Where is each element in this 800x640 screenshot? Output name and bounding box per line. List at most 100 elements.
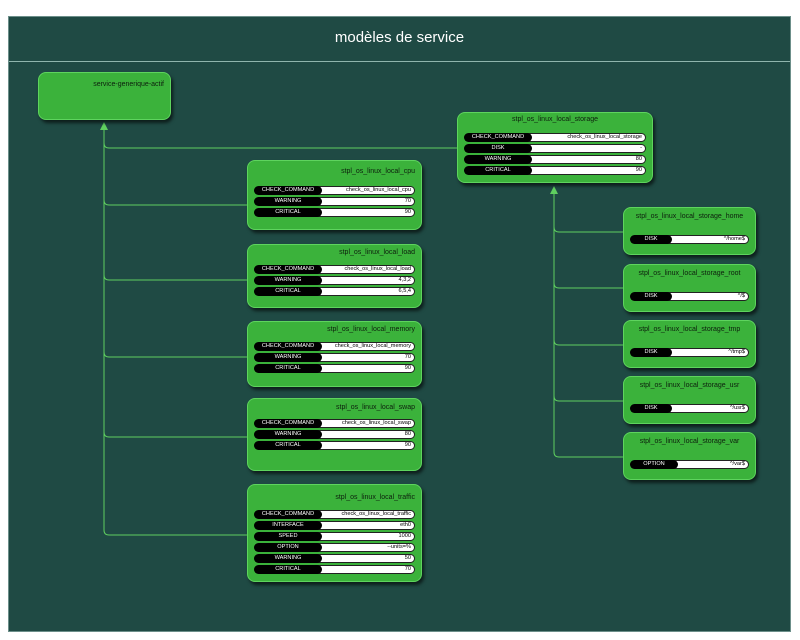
param-key: WARNING xyxy=(254,197,322,206)
param-value: check_os_linux_local_load xyxy=(314,265,415,274)
param-key: DISK xyxy=(630,235,672,244)
node-storage-usr[interactable]: stpl_os_linux_local_storage_usr ^/usr$DI… xyxy=(623,376,756,424)
node-memory[interactable]: stpl_os_linux_local_memory check_os_linu… xyxy=(247,321,422,387)
param-key: CHECK_COMMAND xyxy=(254,510,322,519)
param-value: eth0 xyxy=(314,521,415,530)
param-key: WARNING xyxy=(254,276,322,285)
param-key: CHECK_COMMAND xyxy=(254,265,322,274)
node-title: stpl_os_linux_local_load xyxy=(339,249,415,256)
param-value: check_os_linux_local_memory xyxy=(314,342,415,351)
page-title: modèles de service xyxy=(334,29,465,46)
node-load[interactable]: stpl_os_linux_local_load check_os_linux_… xyxy=(247,244,422,308)
param-key: WARNING xyxy=(254,353,322,362)
param-key: DISK xyxy=(630,404,672,413)
param-value: - xyxy=(524,144,646,153)
param-row: ^/var$OPTION xyxy=(630,460,749,469)
node-cpu[interactable]: stpl_os_linux_local_cpu check_os_linux_l… xyxy=(247,160,422,230)
param-key: CRITICAL xyxy=(254,441,322,450)
param-value: ^/usr$ xyxy=(664,404,749,413)
node-title: stpl_os_linux_local_cpu xyxy=(341,168,415,175)
node-storage-root[interactable]: stpl_os_linux_local_storage_root ^/$DISK xyxy=(623,264,756,312)
param-key: OPTION xyxy=(630,460,678,469)
param-value: 1000 xyxy=(314,532,415,541)
node-title: stpl_os_linux_local_memory xyxy=(327,326,415,333)
node-title: stpl_os_linux_local_storage_root xyxy=(638,270,741,277)
param-key: CRITICAL xyxy=(254,287,322,296)
param-value: check_os_linux_local_swap xyxy=(314,419,415,428)
param-value: 90 xyxy=(524,166,646,175)
node-title: service-generique-actif xyxy=(93,81,164,88)
node-title: stpl_os_linux_local_storage_var xyxy=(639,438,740,445)
node-title: stpl_os_linux_local_swap xyxy=(336,404,415,411)
param-row: --units=%OPTION xyxy=(254,543,415,552)
param-key: SPEED xyxy=(254,532,322,541)
param-key: CHECK_COMMAND xyxy=(254,186,322,195)
param-value: 80 xyxy=(524,155,646,164)
param-key: CRITICAL xyxy=(254,208,322,217)
param-row: ^/home$DISK xyxy=(630,235,749,244)
param-key: DISK xyxy=(630,292,672,301)
param-value: 90 xyxy=(314,441,415,450)
node-swap[interactable]: stpl_os_linux_local_swap check_os_linux_… xyxy=(247,398,422,471)
node-storage-tmp[interactable]: stpl_os_linux_local_storage_tmp ^/tmp$DI… xyxy=(623,320,756,368)
param-key: WARNING xyxy=(254,430,322,439)
param-row: ^/$DISK xyxy=(630,292,749,301)
node-storage-var[interactable]: stpl_os_linux_local_storage_var ^/var$OP… xyxy=(623,432,756,480)
param-value: check_os_linux_local_traffic xyxy=(314,510,415,519)
node-service-generique-actif[interactable]: service-generique-actif xyxy=(38,72,171,120)
param-key: CRITICAL xyxy=(254,565,322,574)
param-key: CHECK_COMMAND xyxy=(254,419,322,428)
node-title: stpl_os_linux_local_storage_usr xyxy=(639,382,740,389)
param-key: DISK xyxy=(464,144,532,153)
param-value: 90 xyxy=(314,364,415,373)
param-value: 90 xyxy=(314,208,415,217)
param-row: ^/usr$DISK xyxy=(630,404,749,413)
param-value: --units=% xyxy=(314,543,415,552)
node-title: stpl_os_linux_local_storage_tmp xyxy=(638,326,741,333)
param-row: -DISK xyxy=(464,144,646,153)
param-key: CHECK_COMMAND xyxy=(254,342,322,351)
node-title: stpl_os_linux_local_traffic xyxy=(335,494,415,501)
param-value: check_os_linux_local_cpu xyxy=(314,186,415,195)
param-key: WARNING xyxy=(464,155,532,164)
title-bar: modèles de service xyxy=(9,17,790,62)
param-value: ^/$ xyxy=(664,292,749,301)
param-key: DISK xyxy=(630,348,672,357)
node-traffic[interactable]: stpl_os_linux_local_traffic check_os_lin… xyxy=(247,484,422,582)
param-value: 70 xyxy=(314,353,415,362)
param-key: CRITICAL xyxy=(254,364,322,373)
param-value: 80 xyxy=(314,430,415,439)
param-key: WARNING xyxy=(254,554,322,563)
param-value: check_os_linux_local_storage xyxy=(524,133,646,142)
node-storage[interactable]: stpl_os_linux_local_storage check_os_lin… xyxy=(457,112,653,183)
param-value: 70 xyxy=(314,197,415,206)
param-value: ^/var$ xyxy=(670,460,749,469)
param-key: OPTION xyxy=(254,543,322,552)
node-title: stpl_os_linux_local_storage xyxy=(512,116,598,123)
param-key: CHECK_COMMAND xyxy=(464,133,532,142)
node-storage-home[interactable]: stpl_os_linux_local_storage_home ^/home$… xyxy=(623,207,756,255)
node-title: stpl_os_linux_local_storage_home xyxy=(635,213,744,220)
param-value: 4,3,2 xyxy=(314,276,415,285)
param-value: 6,5,4 xyxy=(314,287,415,296)
param-row: ^/tmp$DISK xyxy=(630,348,749,357)
